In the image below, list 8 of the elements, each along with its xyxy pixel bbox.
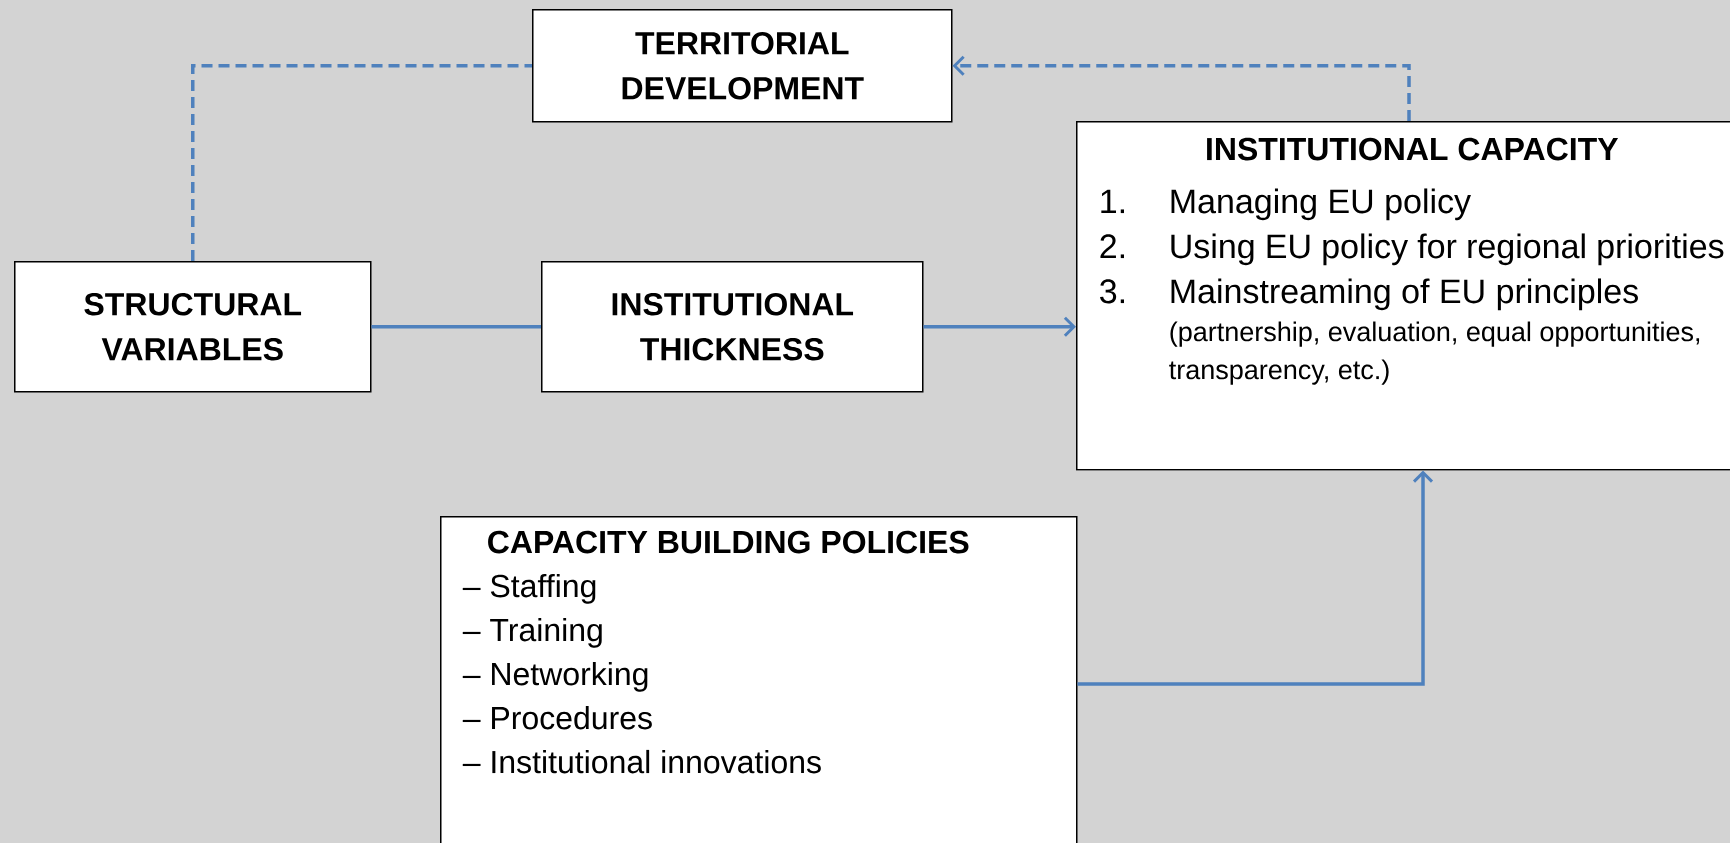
arrow	[1077, 470, 1434, 686]
policies-box: CAPACITY BUILDING POLICIES – Staffing – Training – Networking – Procedures – Institutional innovations	[440, 516, 1078, 843]
variables-box: STRUCTURAL VARIABLES	[14, 261, 372, 393]
thickness-box: INSTITUTIONAL THICKNESS	[541, 261, 924, 393]
capacity-box: INSTITUTIONAL CAPACITY 1. Managing EU policy 2. Using EU policy for regional priorities 3. Mainstreaming of EU principles (partnership, evaluation, equal opportunities, transparency, etc.)	[1076, 121, 1730, 471]
outcome-box: TERRITORIAL DEVELOPMENT	[532, 9, 953, 123]
arrow	[952, 55, 1411, 121]
arrow	[923, 316, 1076, 337]
